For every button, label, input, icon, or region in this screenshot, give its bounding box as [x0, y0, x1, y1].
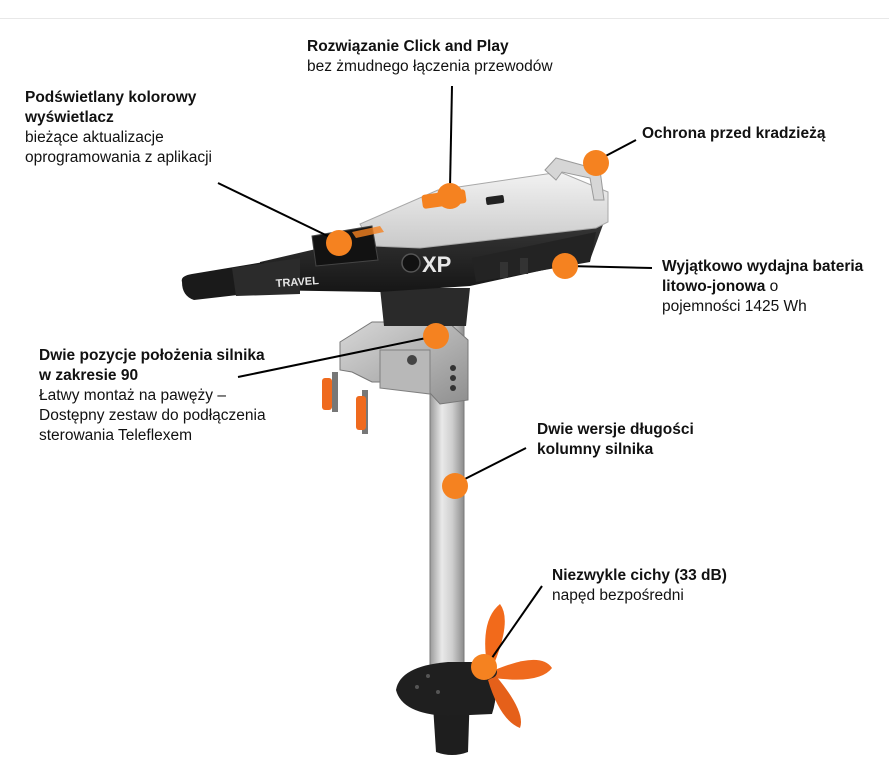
- leader-lines: [217, 85, 653, 666]
- callout-tilt-title: Dwie pozycje położenia silnika w zakresi…: [39, 347, 265, 384]
- leader-click-play: [449, 85, 453, 189]
- callout-battery: Wyjątkowo wydajna bateria litowo-jonowa …: [662, 257, 877, 317]
- tiller-text: TRAVEL: [275, 275, 319, 290]
- callout-click-play-title: Rozwiązanie Click and Play: [307, 38, 509, 55]
- leader-shaft: [454, 447, 527, 485]
- propeller: [485, 604, 552, 728]
- callout-shaft: Dwie wersje długości kolumny silnika: [537, 420, 747, 460]
- markers: [326, 150, 609, 680]
- callout-tilt: Dwie pozycje położenia silnika w zakresi…: [39, 346, 267, 446]
- callout-click-play: Rozwiązanie Click and Play bez żmudnego …: [307, 37, 607, 77]
- marker-battery: [552, 253, 578, 279]
- power-knob: [401, 253, 421, 273]
- callout-anti-theft-title: Ochrona przed kradzieżą: [642, 125, 826, 142]
- callout-drive-title: Niezwykle cichy (33 dB): [552, 567, 727, 584]
- callout-anti-theft: Ochrona przed kradzieżą: [642, 124, 872, 144]
- leader-display: [217, 182, 337, 241]
- motor-illustration: TRAVEL XP: [181, 157, 609, 755]
- marker-tilt: [423, 323, 449, 349]
- callout-battery-desc: pojemności 1425 Wh: [662, 298, 807, 315]
- marker-click-play: [437, 183, 463, 209]
- callout-drive: Niezwykle cichy (33 dB) napęd bezpośredn…: [552, 566, 792, 606]
- marker-shaft: [442, 473, 468, 499]
- model-badge: XP: [422, 252, 451, 277]
- leader-drive: [486, 585, 543, 666]
- battery-cover: [359, 171, 609, 249]
- callout-display: Podświetlany kolorowy wyświetlacz bieżąc…: [25, 88, 240, 168]
- marker-display: [326, 230, 352, 256]
- callout-display-title: Podświetlany kolorowy wyświetlacz: [25, 89, 197, 126]
- marker-drive: [471, 654, 497, 680]
- callout-drive-desc: napęd bezpośredni: [552, 587, 684, 604]
- callout-click-play-desc: bez żmudnego łączenia przewodów: [307, 58, 553, 75]
- callout-tilt-desc: Łatwy montaż na pawęży – Dostępny zestaw…: [39, 387, 266, 444]
- leader-tilt: [237, 335, 437, 378]
- callout-battery-title: Wyjątkowo wydajna bateria litowo-jonowa: [662, 258, 864, 295]
- top-divider: [0, 18, 889, 19]
- callout-battery-suffix: o: [765, 278, 779, 295]
- callout-display-desc: bieżące aktualizacje oprogramowania z ap…: [25, 129, 212, 166]
- callout-shaft-title: Dwie wersje długości kolumny silnika: [537, 421, 694, 458]
- motor-pod: [396, 662, 496, 716]
- marker-anti-theft: [583, 150, 609, 176]
- leader-battery: [567, 265, 653, 269]
